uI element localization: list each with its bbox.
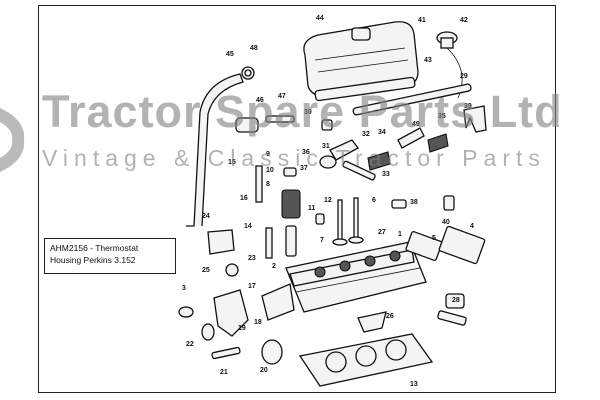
callout: 8 [266, 181, 270, 188]
callout: 20 [260, 367, 268, 374]
part-number-label: AHM2156 - Thermostat Housing Perkins 3.1… [44, 238, 176, 274]
hose-clip [241, 66, 255, 80]
callout: 13 [410, 381, 418, 388]
callout: 3 [182, 285, 186, 292]
callout: 46 [256, 97, 264, 104]
callout: 24 [202, 213, 210, 220]
callout: 47 [278, 93, 286, 100]
thermostat-housing [178, 229, 249, 360]
callout: 44 [316, 15, 324, 22]
callout: 48 [250, 45, 258, 52]
callout: 18 [254, 319, 262, 326]
callout: 22 [186, 341, 194, 348]
head-gasket [298, 333, 434, 387]
callout: 16 [240, 195, 248, 202]
breather-hose [186, 73, 244, 227]
callout: 29 [460, 73, 468, 80]
misc-parts-bottom [261, 195, 467, 365]
callout: 35 [438, 113, 446, 120]
callout: 7 [320, 237, 324, 244]
cylinder-head [285, 241, 427, 313]
callout: 30 [304, 109, 312, 116]
callout: 28 [452, 297, 460, 304]
callout: 23 [248, 255, 256, 262]
callout: 15 [228, 159, 236, 166]
callout: 40 [442, 219, 450, 226]
callout: 36 [302, 149, 310, 156]
rocker-shaft [352, 83, 472, 116]
valves [315, 197, 364, 246]
rocker-assembly [319, 105, 487, 181]
callout: 43 [424, 57, 432, 64]
callout: 1 [398, 231, 402, 238]
callout: 11 [308, 205, 316, 212]
callout: 5 [432, 235, 436, 242]
callout: 17 [248, 283, 256, 290]
callout: 25 [202, 267, 210, 274]
callout: 39 [464, 103, 472, 110]
callout: 21 [220, 369, 228, 376]
callout: 12 [324, 197, 332, 204]
callout: 41 [418, 17, 426, 24]
fastener-set-top [235, 115, 333, 259]
callout: 9 [266, 151, 270, 158]
callout: 45 [226, 51, 234, 58]
callout: 2 [272, 263, 276, 270]
callout: 10 [266, 167, 274, 174]
callout-numbers: 44 41 42 45 48 43 29 46 47 30 39 1 31 32… [182, 15, 474, 388]
callout: 34 [378, 129, 386, 136]
callout: 49 [412, 121, 420, 128]
callout: 26 [386, 313, 394, 320]
logo-emblem-fragment [0, 108, 25, 172]
callout: 14 [244, 223, 252, 230]
manifold-gasket [261, 283, 295, 321]
rocker-cover [303, 21, 419, 102]
callout: 27 [378, 229, 386, 236]
part-label-line-2: Housing Perkins 3.152 [50, 255, 136, 265]
valve-spring-stack [281, 167, 301, 257]
oil-filler-cap [436, 31, 463, 99]
callout: 42 [460, 17, 468, 24]
callout: 19 [238, 325, 246, 332]
side-gaskets [405, 225, 486, 265]
callout: 38 [410, 199, 418, 206]
part-label-line-1: AHM2156 - Thermostat [50, 243, 139, 253]
callout: 6 [372, 197, 376, 204]
callout: 31 [322, 143, 330, 150]
callout: 4 [470, 223, 474, 230]
callout: 33 [382, 171, 390, 178]
callout: 32 [362, 131, 370, 138]
callout: 37 [300, 165, 308, 172]
